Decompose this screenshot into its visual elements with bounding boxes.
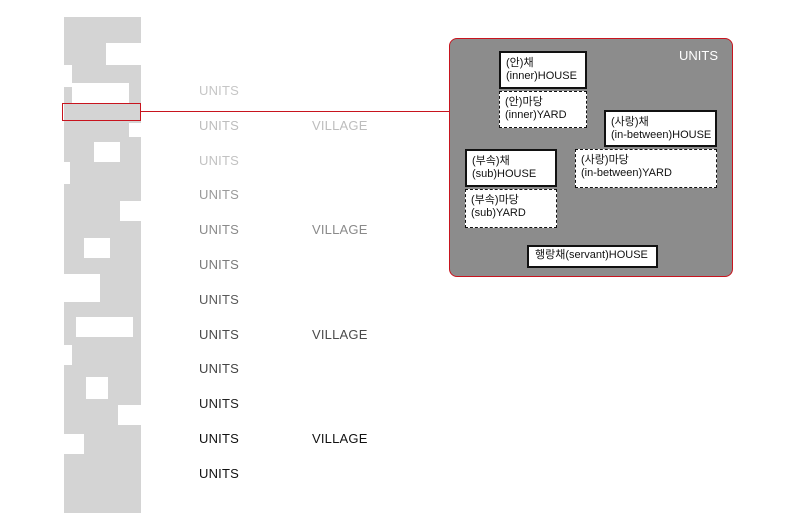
connector-line bbox=[141, 111, 450, 112]
unit-label: UNITS bbox=[199, 117, 239, 133]
servant-house-box: 행랑채(servant)HOUSE bbox=[527, 245, 658, 268]
strip-gap bbox=[94, 142, 120, 162]
in-between-house-box: (사랑)채 (in-between)HOUSE bbox=[604, 110, 717, 147]
village-label: VILLAGE bbox=[312, 431, 368, 446]
sub-house-english: (sub)HOUSE bbox=[472, 168, 537, 180]
sub-yard-box: (부속)마당 (sub)YARD bbox=[465, 189, 557, 228]
selected-unit-highlight bbox=[62, 103, 141, 121]
inner-house-box: (안)채 (inner)HOUSE bbox=[499, 51, 587, 89]
unit-label: UNITS bbox=[199, 257, 239, 272]
unit-label: UNITS bbox=[199, 396, 239, 412]
strip-gap bbox=[64, 65, 72, 87]
servant-house-label: 행랑채(servant)HOUSE bbox=[535, 249, 648, 261]
unit-label: UNITS bbox=[199, 465, 239, 481]
sub-yard-korean: (부속)마당 bbox=[471, 194, 519, 206]
sub-yard-english: (sub)YARD bbox=[471, 207, 526, 219]
sub-house-box: (부속)채 (sub)HOUSE bbox=[465, 149, 557, 187]
inner-yard-english: (inner)YARD bbox=[505, 109, 567, 121]
strip-gap bbox=[76, 317, 133, 337]
panel-title: UNITS bbox=[679, 48, 718, 63]
unit-label: UNITS bbox=[199, 291, 239, 307]
unit-label: UNITS bbox=[199, 326, 239, 342]
in-between-house-korean: (사랑)채 bbox=[611, 116, 649, 128]
strip-gap bbox=[64, 162, 70, 184]
strip-gap bbox=[106, 43, 141, 65]
village-label: VILLAGE bbox=[312, 222, 368, 238]
strip-gap bbox=[120, 201, 141, 221]
unit-label: UNITS bbox=[199, 83, 239, 98]
strip-gap bbox=[118, 405, 141, 425]
strip-gap bbox=[84, 238, 110, 258]
unit-label: UNITS bbox=[199, 361, 239, 377]
units-detail-panel: UNITS (안)채 (inner)HOUSE (안)마당 (inner)YAR… bbox=[449, 38, 733, 277]
unit-label: UNITS bbox=[199, 187, 239, 203]
in-between-yard-korean: (사랑)마당 bbox=[581, 154, 629, 166]
inner-house-english: (inner)HOUSE bbox=[506, 70, 577, 82]
strip-gap bbox=[72, 83, 129, 103]
in-between-house-english: (in-between)HOUSE bbox=[611, 129, 712, 141]
strip-gap bbox=[86, 377, 108, 399]
strip-gap bbox=[64, 274, 100, 302]
unit-label: UNITS bbox=[199, 222, 239, 238]
in-between-yard-english: (in-between)YARD bbox=[581, 167, 672, 179]
unit-label: UNITS bbox=[199, 152, 239, 168]
units-strip bbox=[64, 17, 141, 513]
strip-gap bbox=[64, 434, 84, 454]
strip-gap bbox=[129, 123, 141, 137]
inner-yard-box: (안)마당 (inner)YARD bbox=[499, 91, 587, 128]
inner-house-korean: (안)채 bbox=[506, 57, 534, 69]
unit-label: UNITS bbox=[199, 431, 239, 446]
village-label: VILLAGE bbox=[312, 117, 368, 133]
in-between-yard-box: (사랑)마당 (in-between)YARD bbox=[575, 149, 717, 188]
sub-house-korean: (부속)채 bbox=[472, 155, 510, 167]
inner-yard-korean: (안)마당 bbox=[505, 96, 543, 108]
village-label: VILLAGE bbox=[312, 326, 368, 342]
strip-gap bbox=[64, 345, 72, 365]
